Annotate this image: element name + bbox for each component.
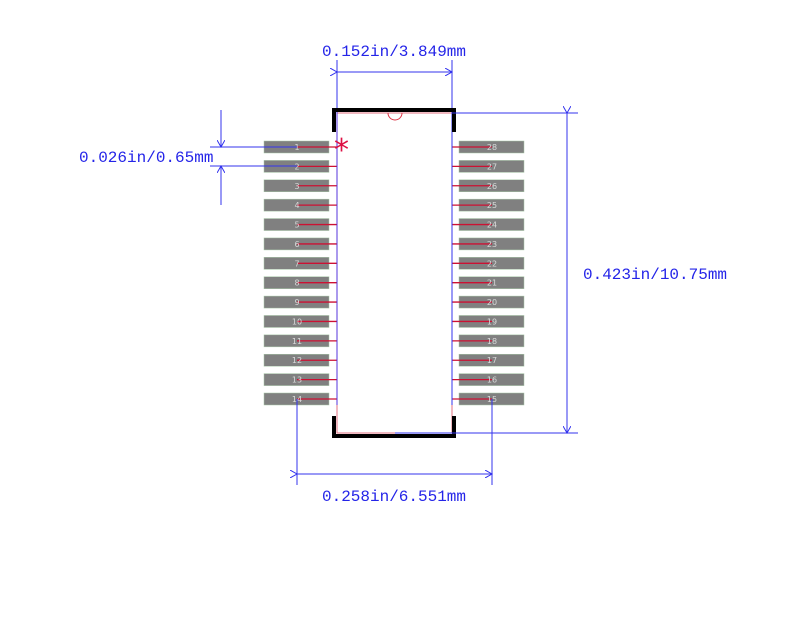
silkscreen-top: [332, 108, 456, 132]
pin-number: 25: [487, 201, 497, 210]
pin-number: 9: [294, 298, 299, 307]
pin1-marker: *: [334, 133, 349, 168]
body-outline: [336, 112, 453, 434]
dim-body-width-label: 0.152in/3.849mm: [322, 43, 466, 61]
pin-number: 26: [487, 182, 497, 191]
pin-number: 3: [294, 182, 299, 191]
pin-number: 17: [487, 356, 497, 365]
pin-number: 27: [487, 162, 497, 171]
dim-length-label: 0.423in/10.75mm: [583, 266, 727, 284]
pads: 1234567891011121314282726252423222120191…: [263, 140, 525, 406]
pin-number: 7: [294, 259, 299, 268]
pin-number: 24: [487, 221, 497, 230]
pin-number: 28: [487, 143, 497, 152]
pin-number: 4: [294, 201, 299, 210]
pin-number: 8: [294, 279, 299, 288]
pin-number: 20: [487, 298, 497, 307]
dim-pitch-label: 0.026in/0.65mm: [79, 149, 213, 167]
silkscreen-bottom: [332, 416, 456, 438]
dim-span-label: 0.258in/6.551mm: [322, 488, 466, 506]
pin-number: 12: [292, 356, 302, 365]
pin-number: 5: [294, 221, 299, 230]
pin1-notch: [387, 112, 403, 121]
pin-number: 16: [487, 376, 497, 385]
pin-number: 19: [487, 317, 497, 326]
pin-number: 6: [294, 240, 299, 249]
pin-number: 22: [487, 259, 497, 268]
pin-number: 18: [487, 337, 497, 346]
pin-number: 21: [487, 279, 497, 288]
pin-number: 13: [292, 376, 302, 385]
pin-number: 2: [294, 162, 299, 171]
pin-number: 11: [292, 337, 302, 346]
pin-number: 23: [487, 240, 497, 249]
pin-number: 10: [292, 317, 302, 326]
